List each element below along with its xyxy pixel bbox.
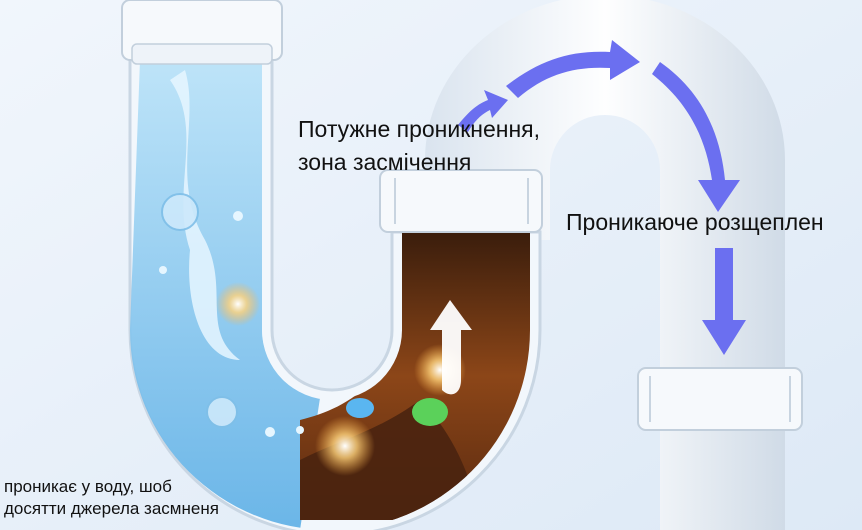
bubble bbox=[233, 211, 243, 221]
caption-line: проникає у воду, шоб bbox=[4, 477, 172, 496]
splitting-caption: Проникаюче розщеплен bbox=[566, 209, 824, 235]
outlet-pipe bbox=[425, 0, 803, 530]
caption-line: досятти джерела засмненя bbox=[4, 499, 219, 518]
right-pipe-collar bbox=[637, 367, 803, 431]
bubble bbox=[265, 427, 275, 437]
u-trap-collars bbox=[121, 0, 543, 233]
green-debris bbox=[412, 398, 448, 426]
water-caption: проникає у воду, шоб досятти джерела зас… bbox=[4, 476, 219, 520]
bubble bbox=[161, 193, 199, 231]
up-arrow-icon bbox=[430, 300, 472, 395]
middle-collar bbox=[379, 169, 543, 233]
caption-line: зона засмічення bbox=[298, 149, 472, 175]
bubble bbox=[296, 426, 304, 434]
bubbles bbox=[159, 193, 304, 437]
penetration-zone-caption: Потужне проникнення, зона засмічення bbox=[298, 113, 540, 179]
bubble bbox=[159, 266, 167, 274]
water-stream bbox=[170, 70, 240, 360]
bubble bbox=[206, 396, 238, 428]
caption-line: Потужне проникнення, bbox=[298, 116, 541, 142]
blue-debris bbox=[346, 398, 374, 418]
curved-arrow-icon bbox=[458, 40, 746, 355]
